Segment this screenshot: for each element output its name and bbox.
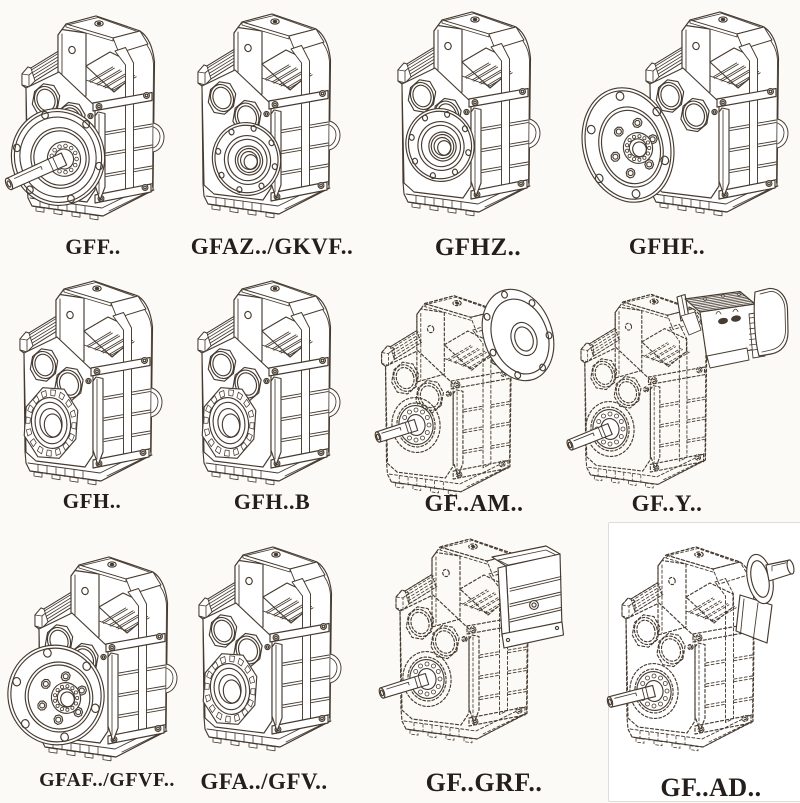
product-label: GFH..B	[233, 488, 311, 514]
gfa-gearbox-drawing	[198, 546, 342, 752]
product-cell-gfa: GFA../GFV..	[198, 533, 400, 800]
product-label: GFA../GFV..	[200, 769, 328, 795]
product-label: GFF..	[65, 234, 121, 259]
gfam-gearbox-drawing	[374, 288, 555, 496]
product-cell-gfam: GF..AM..	[374, 267, 600, 534]
product-cell-gfgrf: GF..GRF..	[378, 533, 600, 800]
gfy-gearbox-drawing	[566, 287, 789, 489]
product-cell-gff: GFF..	[0, 0, 200, 267]
gff-gearbox-drawing	[4, 15, 165, 221]
product-cell-gfaz: GFAZ../GKVF..	[191, 0, 400, 267]
gfaf-gearbox-drawing	[7, 556, 178, 762]
product-label: GFAZ../GKVF..	[190, 234, 354, 259]
product-label: GF..AD..	[660, 773, 762, 803]
product-label: GFHZ..	[434, 234, 522, 261]
product-label: GF..AM..	[424, 490, 524, 517]
product-cell-gfad: GF..AD..	[600, 533, 800, 803]
gfhf-gearbox-drawing	[581, 11, 789, 217]
product-label: GFHF..	[628, 234, 706, 259]
product-cell-gfy: GF..Y..	[566, 267, 800, 534]
product-cell-gfaf: GFAF../GFVF..	[0, 533, 200, 800]
product-cell-gfhz: GFHZ..	[397, 0, 600, 267]
gfad-gearbox-drawing	[606, 546, 795, 752]
product-cell-gfh: GFH..	[0, 267, 200, 534]
product-label: GF..Y..	[631, 490, 703, 516]
gfaz-gearbox-drawing	[197, 13, 341, 219]
product-label: GFH..	[62, 488, 122, 513]
gfhz-gearbox-drawing	[397, 11, 541, 217]
product-cell-gfhf: GFHF..	[581, 0, 800, 267]
product-label: GFAF../GFVF..	[39, 769, 175, 792]
product-label: GF..GRF..	[425, 768, 543, 798]
gfgrf-gearbox-drawing	[378, 538, 565, 744]
product-cell-gfhb: GFH..B	[197, 267, 400, 534]
